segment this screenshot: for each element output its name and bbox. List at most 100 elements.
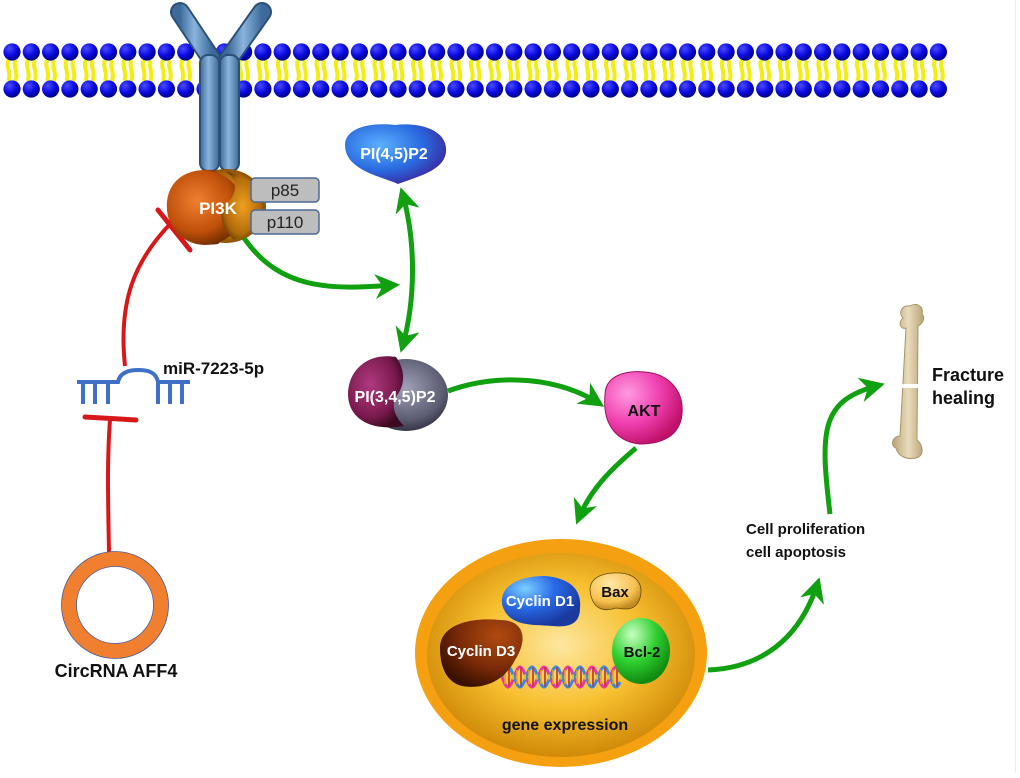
lipid-head bbox=[42, 80, 60, 98]
lipid-tail bbox=[244, 59, 250, 82]
lipid-tail bbox=[102, 59, 108, 82]
lipid-head bbox=[273, 43, 291, 61]
lipid-head bbox=[524, 43, 542, 61]
frame-edge bbox=[1015, 0, 1016, 773]
lipid-head bbox=[177, 80, 195, 98]
lipid-head bbox=[99, 43, 118, 61]
lipid-head bbox=[582, 80, 600, 98]
lipid-head bbox=[814, 43, 832, 61]
lipid-head bbox=[350, 80, 368, 98]
lipid-tail bbox=[661, 59, 668, 82]
cyclin-d3-node: Cyclin D3 bbox=[440, 619, 523, 687]
lipid-tail bbox=[796, 59, 803, 82]
lipid-tail bbox=[31, 59, 38, 82]
lipid-tail bbox=[700, 59, 707, 82]
lipid-head bbox=[871, 43, 890, 61]
lipid-tail bbox=[777, 59, 784, 82]
lipid-head bbox=[157, 80, 175, 98]
lipid-tail bbox=[765, 59, 772, 82]
lipid-tail bbox=[282, 59, 289, 82]
lipid-head bbox=[929, 80, 948, 98]
lipid-tail bbox=[668, 59, 675, 82]
lipid-head bbox=[524, 80, 542, 98]
lipid-tail bbox=[553, 59, 559, 82]
lipid-head bbox=[871, 80, 890, 98]
lipid-tail bbox=[449, 59, 456, 82]
lipid-head bbox=[61, 43, 79, 61]
arrow-pi3k-to-pip bbox=[241, 236, 400, 299]
lipid-tail bbox=[784, 59, 791, 82]
lipid-head bbox=[601, 80, 619, 98]
lipid-head bbox=[833, 43, 851, 61]
lipid-tail bbox=[256, 59, 263, 82]
lipid-tail bbox=[758, 59, 765, 82]
lipid-tail bbox=[295, 59, 301, 82]
lipid-tail bbox=[24, 59, 31, 82]
lipid-head bbox=[408, 43, 426, 61]
lipid-head bbox=[428, 80, 446, 98]
lipid-tail bbox=[591, 59, 598, 82]
lipid-head bbox=[157, 43, 175, 61]
lipid-tail bbox=[572, 59, 579, 82]
lipid-tail bbox=[488, 59, 494, 82]
lipid-tail bbox=[314, 59, 321, 82]
arrow-cell-effects-to-outcome bbox=[822, 377, 885, 515]
lipid-tail bbox=[140, 59, 147, 82]
bax-node: Bax bbox=[589, 572, 642, 611]
lipid-tail bbox=[835, 59, 842, 82]
lipid-tail bbox=[109, 59, 115, 82]
lipid-head bbox=[775, 43, 793, 61]
lipid-tail bbox=[546, 59, 552, 82]
lipid-head bbox=[99, 80, 118, 98]
lipid-tail bbox=[89, 59, 96, 82]
bcl2-label: Bcl-2 bbox=[624, 644, 661, 661]
lipid-head bbox=[3, 43, 21, 61]
lipid-tail bbox=[803, 59, 810, 82]
lipid-tail bbox=[179, 59, 186, 82]
lipid-tail bbox=[121, 59, 128, 82]
lipid-head bbox=[678, 80, 697, 98]
lipid-head bbox=[312, 43, 330, 61]
lipid-head bbox=[543, 43, 562, 61]
cell-effects-line1: Cell proliferation bbox=[746, 521, 865, 538]
lipid-head bbox=[505, 43, 523, 61]
lipid-tail bbox=[12, 59, 19, 82]
p85-subunit: p85 bbox=[250, 177, 320, 203]
lipid-tail bbox=[842, 59, 849, 82]
lipid-tail bbox=[321, 59, 328, 82]
outcome-line1: Fracture bbox=[932, 365, 1004, 385]
cell-effects-line2: cell apoptosis bbox=[746, 544, 846, 561]
pip3-node: PI(3,4,5)P2 bbox=[348, 356, 448, 431]
lipid-head bbox=[42, 43, 60, 61]
lipid-tail bbox=[475, 59, 482, 82]
lipid-head bbox=[331, 43, 349, 61]
lipid-tail bbox=[739, 59, 745, 82]
cyclin-d1-node: Cyclin D1 bbox=[501, 576, 581, 627]
lipid-tail bbox=[263, 59, 270, 82]
lipid-tail bbox=[360, 59, 366, 82]
lipid-head bbox=[659, 80, 677, 98]
lipid-head bbox=[119, 80, 137, 98]
arrow-nucleus-to-cell-effects bbox=[707, 577, 824, 673]
lipid-head bbox=[408, 80, 426, 98]
lipid-head bbox=[505, 80, 523, 98]
lipid-tail bbox=[900, 59, 907, 82]
lipid-head bbox=[736, 43, 755, 61]
circrna-label: CircRNA AFF4 bbox=[55, 661, 178, 681]
lipid-tail bbox=[495, 59, 501, 82]
pip3-label: PI(3,4,5)P2 bbox=[355, 389, 436, 406]
lipid-head bbox=[3, 80, 21, 98]
lipid-tail bbox=[854, 59, 861, 82]
arrow-akt-to-nucleus bbox=[573, 446, 638, 525]
lipid-head bbox=[312, 80, 330, 98]
inhibition-mirna-pi3k bbox=[121, 207, 193, 367]
lipid-head bbox=[659, 43, 677, 61]
cyclin-d3-label: Cyclin D3 bbox=[447, 643, 515, 660]
lipid-head bbox=[428, 43, 446, 61]
lipid-tail bbox=[861, 59, 868, 82]
lipid-head bbox=[698, 80, 716, 98]
akt-label: AKT bbox=[628, 403, 661, 420]
lipid-tail bbox=[726, 59, 733, 82]
lipid-head bbox=[563, 80, 581, 98]
lipid-head bbox=[929, 43, 948, 61]
